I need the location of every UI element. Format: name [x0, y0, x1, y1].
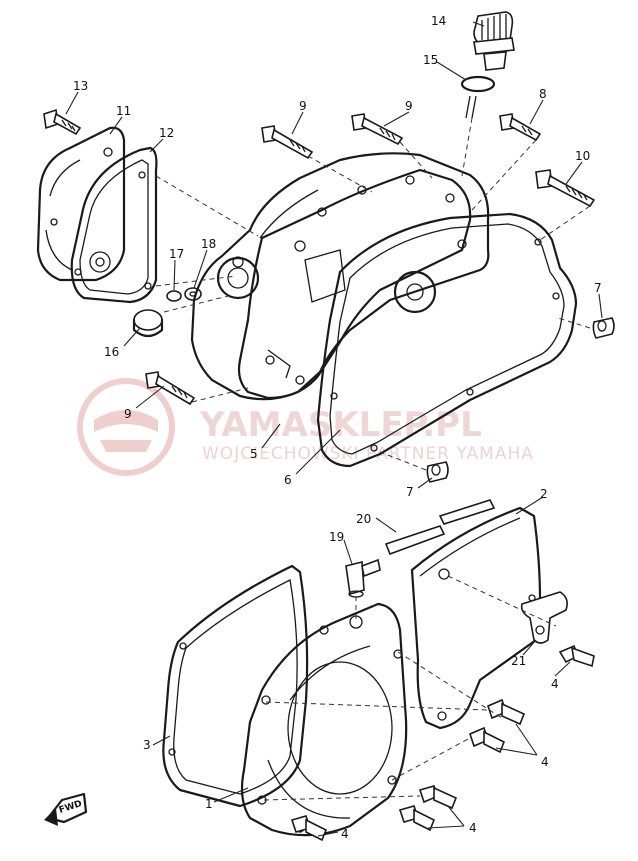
callout-6: 6 [284, 473, 292, 487]
part-10-bolt [535, 169, 596, 208]
callout-15: 15 [423, 53, 438, 67]
callout-9a: 9 [299, 99, 307, 113]
part-4-bolt-d [418, 785, 458, 810]
part-3-gasket [162, 564, 309, 808]
watermark-logo [77, 378, 175, 476]
part-5-cover [237, 168, 472, 400]
callout-9b: 9 [405, 99, 413, 113]
callout-17: 17 [169, 247, 184, 261]
callout-12: 12 [159, 126, 174, 140]
part-16-cap [132, 309, 164, 338]
leader-lines [65, 21, 603, 837]
watermark-brand: YAMASKLEP.PL [199, 405, 482, 445]
callout-20: 20 [356, 512, 371, 526]
callout-13: 13 [73, 79, 88, 93]
part-1-cover [240, 602, 408, 837]
part-4-bolt-c [469, 726, 506, 754]
part-4-bolt-f [290, 815, 328, 842]
callout-18: 18 [201, 237, 216, 251]
part-13-bolt [43, 108, 82, 136]
callout-4a: 4 [551, 677, 559, 691]
callout-7b: 7 [406, 485, 414, 499]
part-4-bolt-a [558, 644, 595, 668]
part-18-seal [184, 287, 202, 301]
fwd-arrow-icon: FWD [44, 792, 88, 826]
part-15-o-ring [460, 75, 496, 119]
callout-14: 14 [431, 14, 446, 28]
callout-16: 16 [104, 345, 119, 359]
part-2-cover [410, 506, 542, 730]
watermark: YAMASKLEP.PL WOJCIECHOWSKI PARTNER YAMAH… [77, 378, 534, 476]
crankcase-body [190, 152, 490, 401]
callout-19: 19 [329, 530, 344, 544]
callout-5: 5 [250, 447, 258, 461]
callout-21: 21 [511, 654, 526, 668]
callout-11: 11 [116, 104, 131, 118]
callout-3: 3 [143, 738, 151, 752]
part-9-bolt-a [261, 125, 314, 160]
part-20-hose [384, 499, 496, 556]
part-8-bolt [499, 113, 542, 142]
callout-4b: 4 [541, 755, 549, 769]
part-6-gasket [316, 212, 578, 468]
part-17-washer [166, 290, 182, 302]
callout-10: 10 [575, 149, 590, 163]
callout-labels: 13 11 12 14 15 9 9 8 10 7 17 18 16 9 5 6… [73, 14, 602, 841]
callout-2: 2 [540, 487, 548, 501]
callout-4c: 4 [469, 821, 477, 835]
part-9-bolt-b [351, 113, 404, 146]
part-4-bolt-e [398, 805, 436, 832]
part-14-filler-cap [473, 11, 515, 71]
alignment-lines-bottom [263, 575, 557, 801]
callout-1: 1 [205, 797, 213, 811]
part-12-gasket [70, 146, 158, 304]
watermark-subtitle: WOJCIECHOWSKI PARTNER YAMAHA [202, 444, 534, 464]
part-19-fitting [345, 558, 381, 598]
part-21-bracket [520, 591, 568, 644]
part-7-dowel-a [592, 317, 615, 339]
part-7-dowel-b [426, 461, 449, 483]
part-4-bolt-b [487, 698, 526, 726]
callout-4d: 4 [341, 827, 349, 841]
part-11-left-cover [36, 126, 126, 282]
callout-9c: 9 [124, 407, 132, 421]
callout-7a: 7 [594, 281, 602, 295]
callout-8: 8 [539, 87, 547, 101]
alignment-lines-top [155, 117, 591, 471]
part-9-bolt-c [145, 371, 196, 406]
